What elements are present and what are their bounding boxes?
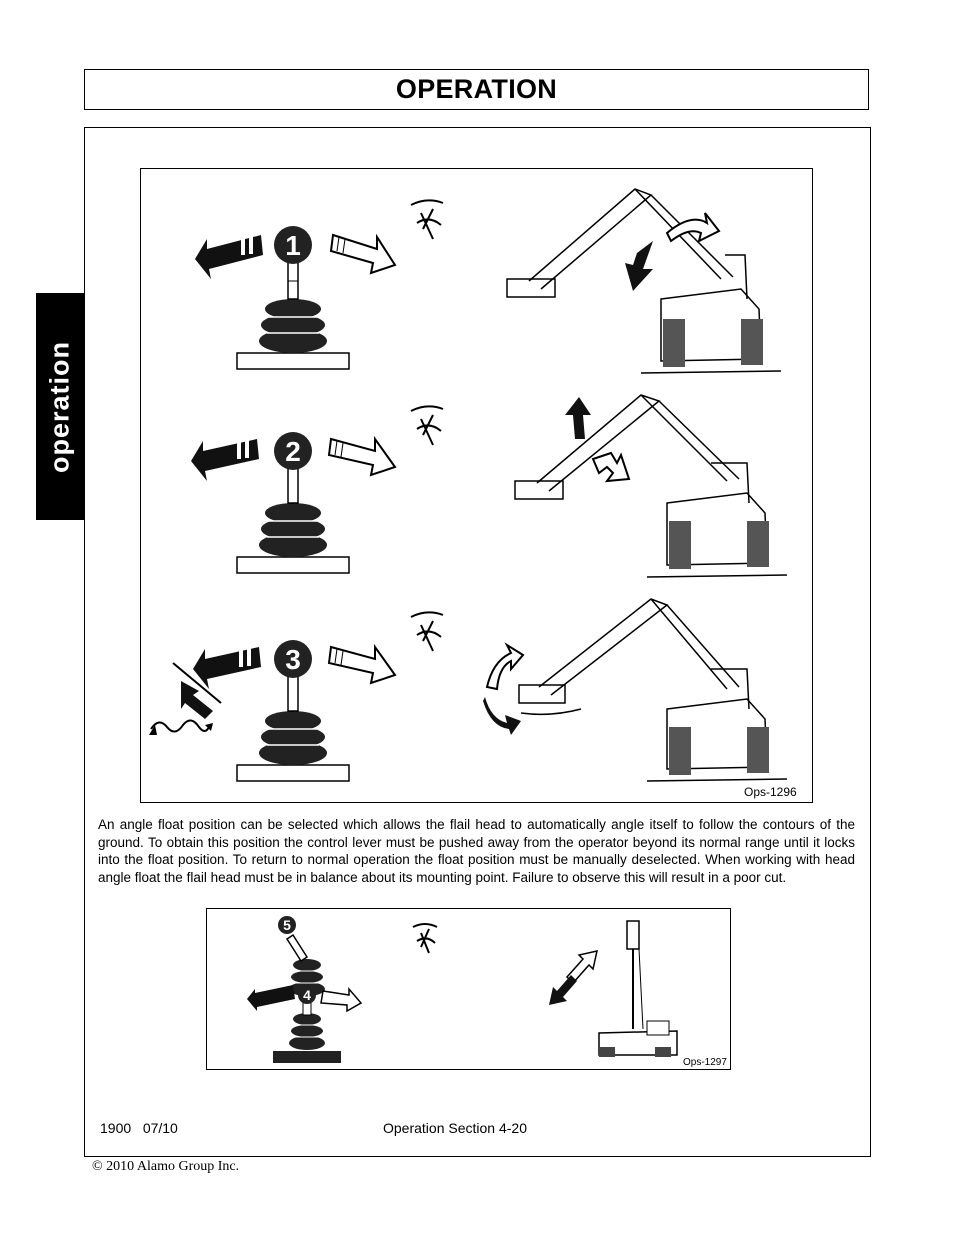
control-lever-2 [236,466,350,574]
arrow-right-outline-icon [329,233,397,275]
body-paragraph: An angle float position can be selected … [98,817,855,885]
step-number-5: 5 [283,917,291,933]
tractor-boom-2 [514,394,788,578]
header-box [84,69,869,110]
arrow-down-left-solid-icon [549,975,577,1005]
arrow-up-solid-icon [565,397,591,439]
footer-model-date: 1900 07/10 [100,1120,178,1136]
arrow-tilt-down-solid-icon [483,697,521,735]
arrow-right-outline-icon [320,986,363,1013]
footer-section: Operation Section 4-20 [383,1120,527,1136]
step-number-4: 4 [303,987,311,1003]
step-number-1: 1 [285,230,301,261]
operator-eye-icon [410,405,444,446]
figure-float-position: 5 4 [206,908,731,1070]
arrow-down-solid-icon [625,241,653,291]
operator-eye-icon [412,923,438,954]
arrow-float-down-icon [149,662,222,735]
figure-id-label: Ops-1296 [744,785,797,799]
page-title: OPERATION [395,74,558,104]
step-number-2: 2 [285,436,301,467]
step-number-1-badge: 1 [274,226,312,264]
arrow-down-right-outline-icon [591,451,631,483]
side-tab-label: operation [44,340,75,473]
step-number-5-badge: 5 [278,916,296,934]
arrow-tilt-up-outline-icon [485,642,525,691]
control-lever-lower [273,1000,341,1063]
figure-float-illustration: 5 4 [247,916,678,1063]
tractor-boom-1 [506,188,782,374]
arrow-right-outline-icon [327,643,397,685]
step-number-2-badge: 2 [274,432,312,470]
figure-id-label: Ops-1297 [683,1057,727,1068]
step-number-4-badge: 4 [298,986,316,1004]
arrow-left-solid-icon [247,985,295,1011]
control-lever-upper [285,933,325,996]
arrow-left-solid-icon [191,436,259,481]
content-frame [84,127,871,1157]
operator-eye-icon [410,611,444,652]
figure-angle-float-steps: 1 [140,168,813,803]
control-lever-3 [236,674,350,782]
copyright-notice: © 2010 Alamo Group Inc. [92,1159,240,1174]
operator-eye-icon [410,199,444,240]
side-tab [36,293,84,520]
arrow-curved-up-outline-icon [665,212,721,243]
step-number-3: 3 [285,644,301,675]
control-lever-1 [236,260,350,370]
step-number-3-badge: 3 [274,640,312,678]
arrow-left-solid-icon [195,232,263,279]
arrow-right-outline-icon [327,435,397,477]
tractor-boom-3 [518,598,788,782]
tractor-boom-vertical [598,920,678,1057]
side-tab-label-wrap: operation [36,293,84,520]
arrow-left-solid-icon [193,644,261,689]
figure-angle-float-illustration: 1 [149,188,788,782]
